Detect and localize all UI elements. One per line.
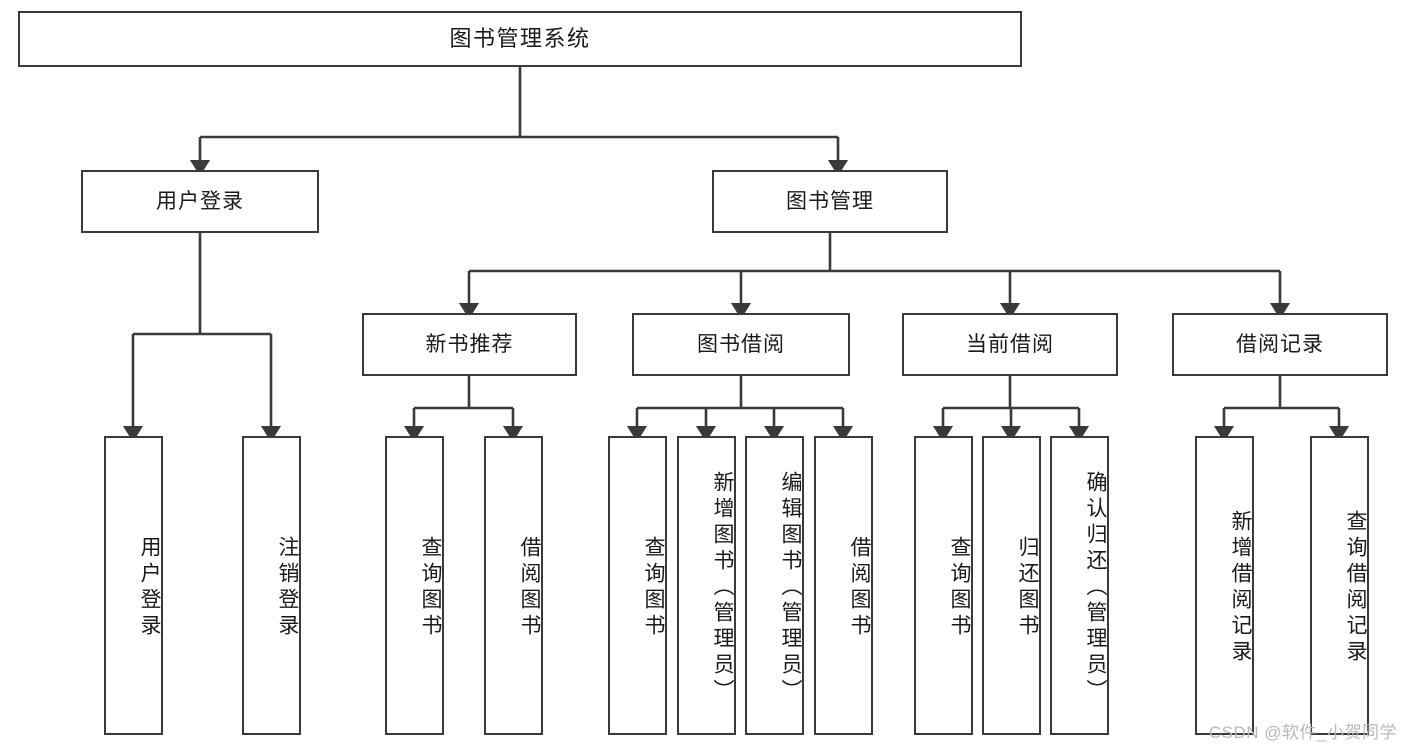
leaf-recommend-borrow-book[interactable]: 借阅图书 <box>484 436 543 735</box>
leaf-borrow-add-book[interactable]: 新增图书（管理员） <box>677 436 736 735</box>
node-label: 编辑图书（管理员） <box>779 470 802 705</box>
leaf-borrow-edit-book[interactable]: 编辑图书（管理员） <box>745 436 804 735</box>
node-book-borrow[interactable]: 图书借阅 <box>632 313 850 376</box>
node-label: 当前借阅 <box>966 332 1054 356</box>
node-label: 图书借阅 <box>697 332 785 356</box>
node-label: 用户登录 <box>156 189 244 213</box>
leaf-record-add-record[interactable]: 新增借阅记录 <box>1195 436 1254 735</box>
leaf-current-query-book[interactable]: 查询图书 <box>914 436 973 735</box>
node-label: 借阅图书 <box>848 535 871 640</box>
leaf-record-query-record[interactable]: 查询借阅记录 <box>1310 436 1369 735</box>
leaf-current-confirm-return[interactable]: 确认归还（管理员） <box>1050 436 1109 735</box>
node-label: 查询图书 <box>419 535 442 640</box>
node-label: 借阅图书 <box>518 535 541 640</box>
watermark-text: CSDN @软件_小贺同学 <box>1208 723 1397 742</box>
leaf-borrow-borrow-book[interactable]: 借阅图书 <box>814 436 873 735</box>
node-user-login[interactable]: 用户登录 <box>81 170 319 233</box>
node-label: 借阅记录 <box>1236 332 1324 356</box>
node-borrow-record[interactable]: 借阅记录 <box>1172 313 1388 376</box>
node-label: 归还图书 <box>1016 535 1039 640</box>
node-label: 新增图书（管理员） <box>711 470 734 705</box>
node-label: 确认归还（管理员） <box>1084 470 1107 705</box>
node-current-borrow[interactable]: 当前借阅 <box>902 313 1118 376</box>
leaf-user-login-login[interactable]: 用户登录 <box>104 436 163 735</box>
node-label: 新书推荐 <box>425 332 514 356</box>
node-root-system[interactable]: 图书管理系统 <box>18 11 1022 67</box>
node-label: 查询借阅记录 <box>1344 509 1367 666</box>
node-label: 注销登录 <box>276 535 299 640</box>
leaf-recommend-query-book[interactable]: 查询图书 <box>385 436 444 735</box>
node-label: 新增借阅记录 <box>1229 509 1252 666</box>
node-book-management[interactable]: 图书管理 <box>712 170 948 233</box>
node-label: 图书管理 <box>786 189 874 213</box>
node-label: 查询图书 <box>642 535 665 640</box>
node-label: 查询图书 <box>948 535 971 640</box>
leaf-current-return-book[interactable]: 归还图书 <box>982 436 1041 735</box>
node-label: 用户登录 <box>138 535 161 640</box>
node-new-book-recommend[interactable]: 新书推荐 <box>362 313 577 376</box>
leaf-user-login-logout[interactable]: 注销登录 <box>242 436 301 735</box>
node-label: 图书管理系统 <box>449 25 591 51</box>
leaf-borrow-query-book[interactable]: 查询图书 <box>608 436 667 735</box>
